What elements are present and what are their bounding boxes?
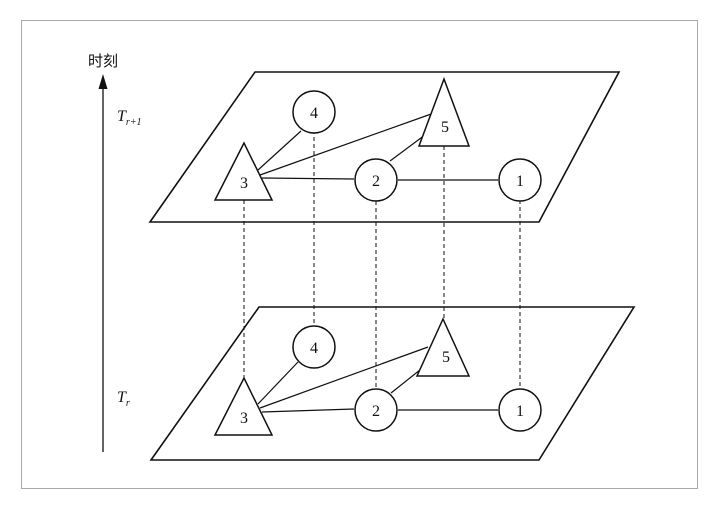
node-lower-3[interactable]: 3 xyxy=(213,376,274,436)
node-upper-4[interactable]: 4 xyxy=(292,90,336,134)
time-axis-label: 时刻 xyxy=(88,52,118,70)
node-lower-3-label: 3 xyxy=(240,410,248,427)
node-upper-3-label: 3 xyxy=(240,175,248,192)
node-upper-4-label: 4 xyxy=(310,105,318,122)
network-lower: 4 5 3 2 1 xyxy=(213,317,542,436)
node-upper-5-shape xyxy=(417,76,471,147)
node-upper-3-shape xyxy=(213,141,274,201)
node-lower-4[interactable]: 4 xyxy=(292,325,336,369)
node-upper-1[interactable]: 1 xyxy=(498,158,542,202)
inter-layer-links xyxy=(243,130,521,389)
edge-upper-3-5 xyxy=(259,112,435,176)
node-upper-1-label: 1 xyxy=(516,173,524,190)
node-upper-1-shape xyxy=(498,158,542,202)
edge-lower-3-5 xyxy=(259,346,429,409)
edge-lower-3-4 xyxy=(257,361,299,405)
node-upper-2-shape xyxy=(354,158,398,202)
node-lower-2-label: 2 xyxy=(372,403,380,420)
layer-upper: Tr+1 xyxy=(117,71,621,223)
edge-upper-3-4 xyxy=(257,130,302,171)
time-axis: 时刻 xyxy=(88,52,118,452)
layer-label-lower-main: T xyxy=(117,389,127,406)
node-lower-4-shape xyxy=(292,325,336,369)
node-lower-4-label: 4 xyxy=(310,340,318,357)
layer-label-upper: Tr+1 xyxy=(117,108,142,128)
layer-label-upper-sub: r+1 xyxy=(126,117,142,128)
node-upper-5[interactable]: 5 xyxy=(417,76,471,147)
layer-label-lower-sub: r xyxy=(126,398,130,409)
network-upper: 4 5 3 2 1 xyxy=(213,76,542,202)
node-lower-5-label: 5 xyxy=(442,349,450,366)
node-lower-1[interactable]: 1 xyxy=(498,388,542,432)
edges-lower xyxy=(257,346,498,413)
node-upper-5-label: 5 xyxy=(441,119,449,136)
node-lower-2-shape xyxy=(354,388,398,432)
node-lower-1-label: 1 xyxy=(516,403,524,420)
node-upper-2-label: 2 xyxy=(372,173,380,190)
figure-frame xyxy=(21,20,698,489)
layer-lower: Tr xyxy=(117,306,636,461)
node-upper-2[interactable]: 2 xyxy=(354,158,398,202)
node-lower-5-shape xyxy=(415,317,471,377)
node-upper-3[interactable]: 3 xyxy=(213,141,274,201)
layer-plane-upper xyxy=(148,71,621,223)
edge-upper-3-2 xyxy=(261,177,355,180)
time-axis-arrowhead xyxy=(98,74,108,89)
layer-label-lower: Tr xyxy=(117,389,130,409)
edge-lower-3-2 xyxy=(261,408,355,413)
node-lower-5[interactable]: 5 xyxy=(415,317,471,377)
layer-plane-lower xyxy=(149,306,636,461)
layer-label-upper-main: T xyxy=(117,108,127,125)
node-lower-3-shape xyxy=(213,376,274,436)
node-upper-4-shape xyxy=(292,90,336,134)
node-lower-1-shape xyxy=(498,388,542,432)
node-lower-2[interactable]: 2 xyxy=(354,388,398,432)
